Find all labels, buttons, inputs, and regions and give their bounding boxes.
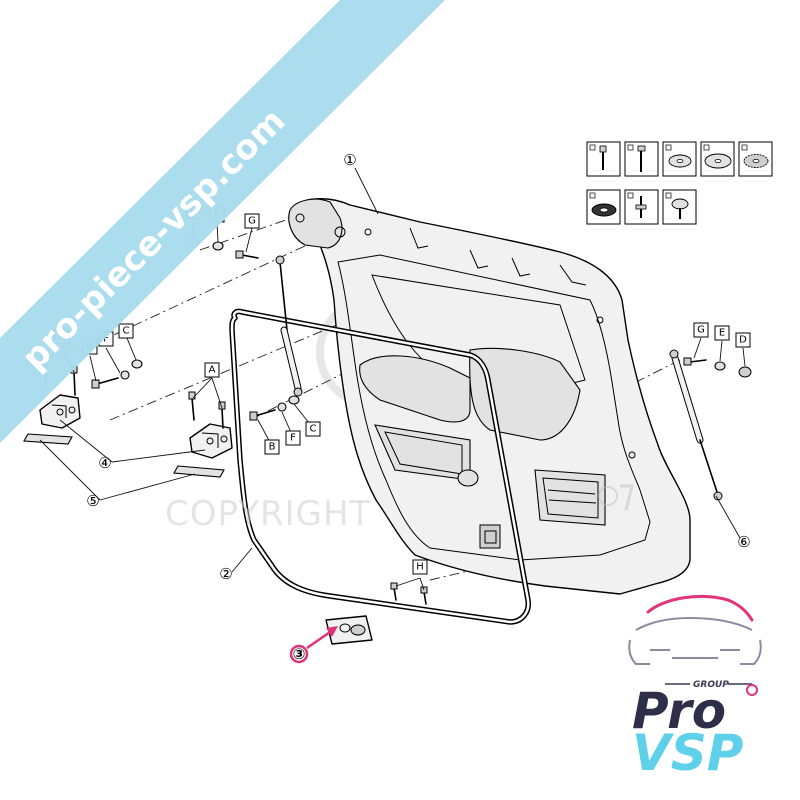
left-gas-strut xyxy=(275,255,303,397)
letter-box-c-left: C xyxy=(118,323,134,339)
letter-box-b-mid: B xyxy=(264,439,280,455)
callout-1: ① xyxy=(343,151,356,169)
logo-hex-dot xyxy=(746,684,758,696)
svg-text:D: D xyxy=(739,335,747,346)
callout-4: ④ xyxy=(98,454,111,472)
copyright-watermark: COPYRIGHT xyxy=(165,494,371,534)
letter-box-g-upper: G xyxy=(244,213,260,229)
right-gas-strut xyxy=(669,349,723,501)
logo-brand-vsp: VSP xyxy=(632,724,743,782)
weatherstrip-seal xyxy=(229,308,532,625)
callout-5: ⑤ xyxy=(86,492,99,510)
callout-labels: ① ② ③ ④ ⑤ ⑥ xyxy=(86,151,750,663)
highlight-ring xyxy=(289,644,309,664)
car-silhouette-icon xyxy=(628,594,762,665)
callout-3: ③ xyxy=(293,645,306,663)
legend-item-bolt-long xyxy=(624,141,659,177)
copyright-watermark-mark xyxy=(598,484,634,511)
letter-box-d-right: D xyxy=(735,332,751,348)
middle-hinge xyxy=(173,391,233,478)
svg-text:F: F xyxy=(290,433,296,444)
legend-item-stud xyxy=(624,189,659,225)
highlight-arrow xyxy=(289,626,338,664)
svg-text:A: A xyxy=(209,365,216,376)
svg-text:G: G xyxy=(697,325,705,336)
leader-lines xyxy=(39,167,746,591)
letter-box-h-bottom: H xyxy=(412,559,428,575)
provsp-logo: GROUP Pro VSP xyxy=(628,594,762,782)
letter-box-c-mid: C xyxy=(305,421,321,437)
legend-item-clip xyxy=(662,189,697,225)
letter-box-a-mid: A xyxy=(204,362,220,378)
callout-6: ⑥ xyxy=(737,533,750,551)
logo-brand-pro: Pro xyxy=(632,682,726,740)
svg-text:G: G xyxy=(248,216,256,227)
fastener-legend xyxy=(586,141,773,225)
callout-2: ② xyxy=(219,565,232,583)
highlight-arrow-head xyxy=(326,626,338,637)
legend-item-washer-large xyxy=(700,141,735,177)
svg-text:B: B xyxy=(269,442,276,453)
letter-box-g-right: G xyxy=(693,322,709,338)
letter-box-f-mid: F xyxy=(285,430,301,446)
legend-item-bolt xyxy=(586,141,621,177)
highlight-arrow-shaft xyxy=(306,628,334,650)
svg-text:E: E xyxy=(719,328,725,339)
legend-item-washer xyxy=(662,141,697,177)
svg-text:C: C xyxy=(310,424,317,435)
legend-item-washer-flat xyxy=(586,189,621,225)
left-fastener-stack xyxy=(91,359,143,389)
logo-group-text: GROUP xyxy=(693,680,729,690)
svg-text:H: H xyxy=(416,562,424,573)
letter-box-e-right: E xyxy=(714,325,730,341)
svg-text:C: C xyxy=(123,326,130,337)
legend-item-washer-serrated xyxy=(738,141,773,177)
website-banner-text: pro-piece-vsp.com xyxy=(14,101,293,379)
svg-text:F: F xyxy=(103,334,109,345)
right-fasteners xyxy=(683,357,752,378)
tailgate-latch xyxy=(325,582,428,645)
